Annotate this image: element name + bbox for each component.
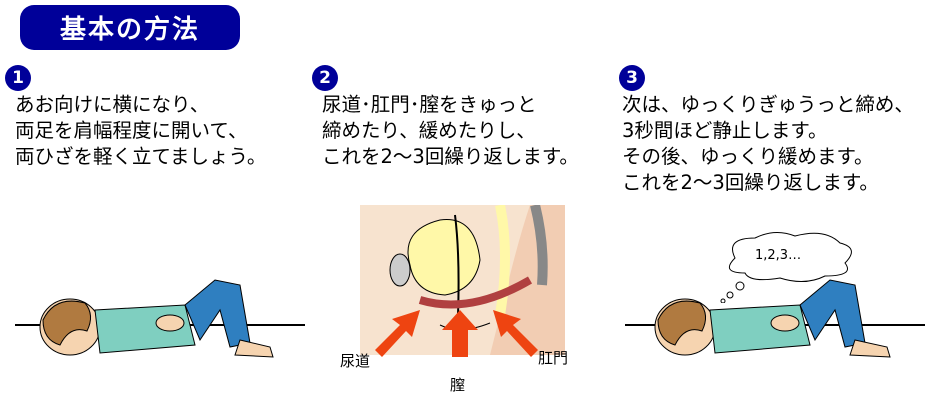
vagina-label: 膣 — [450, 376, 466, 394]
text-line: 3秒間ほど静止します。 — [622, 119, 828, 142]
section-title: 基本の方法 — [20, 5, 240, 50]
text-line: 尿道･肛門･膣をきゅっと — [322, 93, 537, 116]
lying-person-illustration — [15, 279, 305, 358]
text-line: 締めたり、緩めたりし、 — [322, 119, 536, 142]
text-line: 両ひざを軽く立てましょう。 — [15, 145, 267, 168]
thought-bubble-text: 1,2,3… — [755, 248, 802, 263]
text-line: あお向けに横になり、 — [15, 93, 210, 116]
text-line: 両足を肩幅程度に開いて、 — [15, 119, 248, 142]
urethra-label: 尿道 — [340, 352, 371, 370]
step-3-number: 3 — [619, 65, 645, 91]
lying-person-thinking-illustration — [625, 279, 925, 358]
thought-bubble — [720, 232, 852, 303]
step-1-number: 1 — [5, 65, 31, 91]
text-line: その後、ゆっくり緩めます。 — [622, 145, 874, 168]
pelvic-anatomy-illustration — [360, 205, 565, 355]
text-line: これを2～3回繰り返します。 — [622, 171, 879, 194]
urethra-arrow-icon — [375, 310, 420, 357]
vagina-arrow-icon — [442, 310, 478, 357]
anus-arrow-icon — [493, 310, 538, 357]
step-3-text: 次は、ゆっくりぎゅうっと締め、 3秒間ほど静止します。 その後、ゆっくり緩めます… — [622, 92, 914, 196]
text-line: これを2～3回繰り返します。 — [322, 145, 579, 168]
anus-label: 肛門 — [538, 349, 569, 367]
contraction-arrows — [375, 310, 538, 357]
step-2-number: 2 — [312, 65, 338, 91]
step-2-text: 尿道･肛門･膣をきゅっと 締めたり、緩めたりし、 これを2～3回繰り返します。 — [322, 92, 579, 170]
text-line: 次は、ゆっくりぎゅうっと締め、 — [622, 93, 914, 116]
step-1-text: あお向けに横になり、 両足を肩幅程度に開いて、 両ひざを軽く立てましょう。 — [15, 92, 266, 170]
